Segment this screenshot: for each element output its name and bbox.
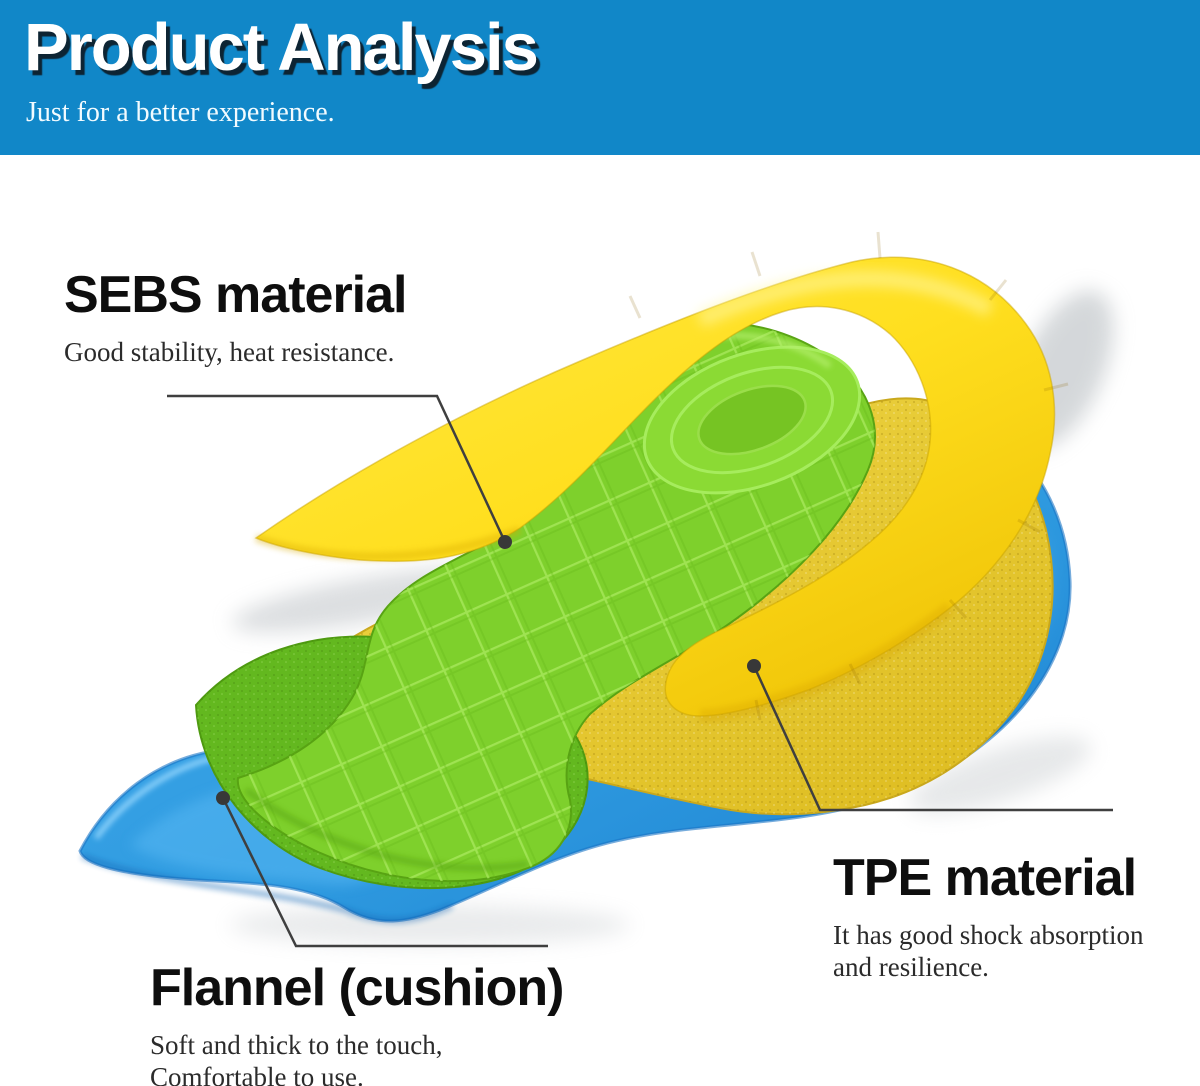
leader-dot-flannel: [216, 791, 230, 805]
leader-line-sebs: [167, 394, 507, 543]
leader-dot-tpe: [747, 659, 761, 673]
leader-line-flannel: [221, 797, 548, 948]
callout-flannel-title: Flannel (cushion): [150, 959, 564, 1017]
tpe-yellow-band-layer: [254, 231, 1069, 723]
leader-lines: [167, 394, 1113, 948]
header-banner: Product Analysis Just for a better exper…: [0, 0, 1200, 155]
callout-sebs-description: Good stability, heat resistance.: [64, 336, 395, 367]
sebs-green-pad-layer: [236, 321, 876, 883]
callout-sebs-title: SEBS material: [64, 266, 407, 324]
tpe-notch-marks: [628, 231, 1069, 721]
leader-line-tpe: [752, 665, 1113, 812]
callout-tpe-title: TPE material: [833, 849, 1137, 907]
callout-flannel-description: Soft and thick to the touch, Comfortable…: [150, 1029, 443, 1086]
callout-sebs: SEBS material Good stability, heat resis…: [64, 268, 407, 368]
page-title: Product Analysis: [24, 10, 539, 85]
leader-dots: [216, 535, 761, 805]
heel-oval-pad: [642, 345, 862, 495]
callout-tpe-description: It has good shock absorption and resilie…: [833, 919, 1144, 982]
callout-flannel: Flannel (cushion) Soft and thick to the …: [150, 959, 564, 1086]
callout-tpe: TPE material It has good shock absorptio…: [833, 851, 1143, 983]
leader-dot-sebs: [498, 535, 512, 549]
page-subtitle: Just for a better experience.: [26, 97, 335, 128]
